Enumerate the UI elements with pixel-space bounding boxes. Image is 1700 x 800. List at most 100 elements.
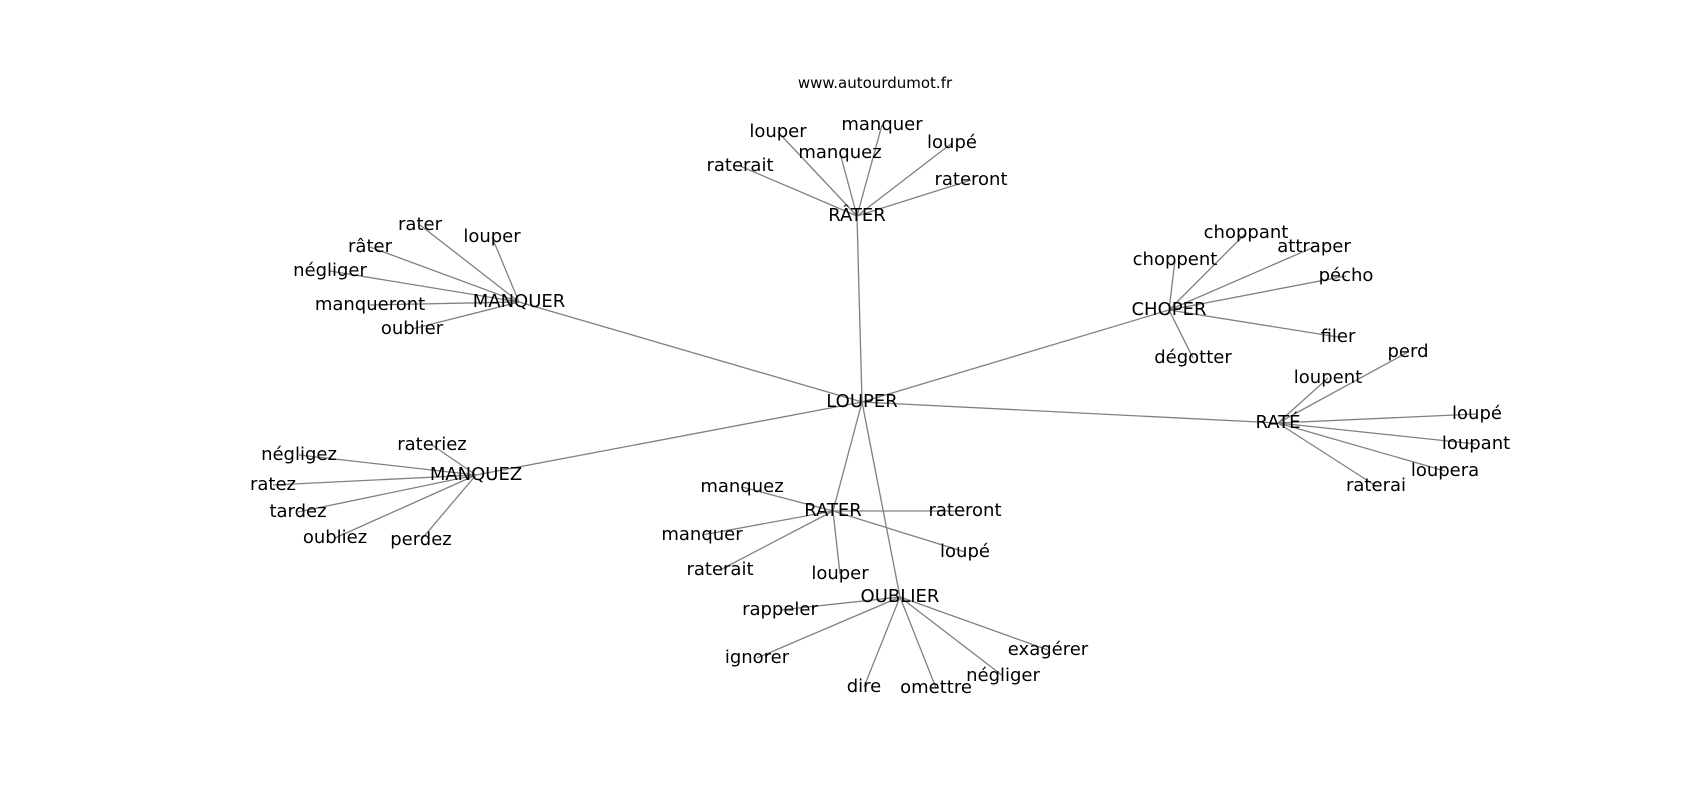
- edge-manquez-to-tardez: [297, 474, 477, 513]
- edge-center-to-rate: [861, 401, 1279, 424]
- edge-rate-to-loupe: [1277, 413, 1478, 424]
- edge-rate-to-raterai: [1277, 422, 1377, 487]
- word-node-ignorer: ignorer: [725, 647, 790, 668]
- word-node-rappeler: rappeler: [742, 599, 818, 620]
- word-node-omettre: omettre: [900, 677, 972, 698]
- edge-manquer-to-louper: [491, 236, 520, 303]
- edge-rater-to-raterait: [719, 510, 834, 571]
- word-node-louper: louper: [811, 563, 869, 584]
- word-node-rateront: rateront: [928, 500, 1001, 521]
- edge-rater-to-louper: [832, 510, 841, 575]
- word-node-rater: rater: [398, 214, 443, 235]
- edge-manquer-to-manqueront: [369, 301, 520, 306]
- edge-oublier-to-exagerer: [899, 596, 1049, 651]
- edge-choper-to-filer: [1168, 309, 1339, 338]
- word-node-loupent: loupent: [1294, 367, 1362, 388]
- graph-labels: LOUPER RÂTER louper manquer manquez loupé rate…: [250, 114, 1510, 698]
- word-node-oubliez: oubliez: [303, 527, 367, 548]
- word-node-loupe: loupé: [1452, 403, 1502, 424]
- edge-rater-to-loupe: [856, 142, 953, 217]
- edge-manquez-to-ratez: [272, 474, 477, 486]
- edge-manquez-to-negligez: [298, 454, 477, 476]
- edge-rater-to-manquez: [839, 152, 858, 217]
- hub-node-manquer: MANQUER: [473, 291, 566, 312]
- hub-node-oublier: OUBLIER: [861, 586, 940, 607]
- word-node-raterait: raterait: [706, 155, 773, 176]
- word-node-manquer: manquer: [661, 524, 743, 545]
- word-node-choppant: choppant: [1204, 222, 1289, 243]
- word-node-manquez: manquez: [700, 476, 783, 497]
- edge-choper-to-attraper: [1168, 246, 1315, 311]
- word-node-negligez: négligez: [261, 444, 337, 465]
- word-node-perd: perd: [1387, 341, 1428, 362]
- word-node-tardez: tardez: [269, 501, 326, 522]
- source-label: www.autourdumot.fr: [798, 74, 953, 92]
- word-node-raterai: raterai: [1346, 475, 1406, 496]
- edge-rater-to-loupe: [832, 510, 966, 553]
- edge-center-to-rater: [832, 401, 863, 512]
- edge-rate-to-loupent: [1277, 377, 1329, 424]
- edge-rater-to-rateront: [856, 179, 972, 217]
- word-node-rateriez: rateriez: [397, 434, 467, 455]
- edge-manquez-to-perdez: [420, 474, 477, 541]
- word-node-oublier: oublier: [381, 318, 444, 339]
- word-node-loupe: loupé: [940, 541, 990, 562]
- word-node-manquez: manquez: [798, 142, 881, 163]
- edge-rater-to-louper: [777, 131, 858, 217]
- edge-center-to-manquez: [475, 401, 863, 476]
- word-node-loupant: loupant: [1442, 433, 1510, 454]
- edge-manquez-to-rateriez: [431, 444, 477, 476]
- edge-manquer-to-rater: [369, 246, 520, 303]
- word-node-rateront: rateront: [934, 169, 1007, 190]
- edge-choper-to-choppent: [1168, 259, 1176, 311]
- word-node-choppent: choppent: [1133, 249, 1218, 270]
- edge-manquer-to-negliger: [329, 270, 520, 303]
- word-node-loupe: loupé: [927, 132, 977, 153]
- edge-center-to-choper: [861, 309, 1170, 403]
- hub-node-rate: RATÉ: [1255, 411, 1300, 433]
- word-node-pecho: pécho: [1319, 265, 1374, 286]
- edge-manquez-to-oubliez: [334, 474, 477, 539]
- edge-rater-to-manquer: [856, 124, 883, 217]
- word-node-filer: filer: [1321, 326, 1356, 347]
- word-node-degotter: dégotter: [1154, 347, 1232, 368]
- word-node-loupera: loupera: [1411, 460, 1479, 481]
- word-node-negliger: négliger: [293, 260, 367, 281]
- edge-choper-to-degotter: [1168, 309, 1194, 359]
- edge-rate-to-loupera: [1277, 422, 1446, 472]
- word-node-manqueront: manqueront: [315, 294, 425, 315]
- edge-oublier-to-negliger: [899, 596, 1004, 677]
- edge-rate-to-perd: [1277, 351, 1409, 424]
- graph-edges: [272, 124, 1478, 689]
- edge-manquer-to-oublier: [411, 301, 520, 330]
- edge-center-to-manquer: [518, 301, 863, 403]
- edge-oublier-to-ignorer: [756, 596, 901, 659]
- hub-node-manquez: MANQUEZ: [430, 464, 522, 485]
- edge-choper-to-pecho: [1168, 275, 1347, 311]
- word-node-exagerer: exagérer: [1008, 639, 1089, 660]
- edge-rater-to-manquer: [701, 510, 834, 536]
- hub-node-choper: CHOPER: [1131, 299, 1206, 320]
- hub-node-rater: RÂTER: [828, 204, 886, 226]
- word-node-attraper: attraper: [1277, 236, 1351, 257]
- word-node-louper: louper: [749, 121, 807, 142]
- edge-rate-to-loupant: [1277, 422, 1477, 445]
- edge-rater-to-manquez: [741, 486, 834, 512]
- edge-oublier-to-dire: [863, 596, 901, 688]
- word-node-ratez: ratez: [250, 474, 296, 495]
- word-node-perdez: perdez: [390, 529, 452, 550]
- hub-node-rater: RATER: [804, 500, 862, 521]
- edge-oublier-to-omettre: [899, 596, 937, 689]
- edge-rater-to-raterait: [739, 165, 858, 217]
- word-node-negliger: négliger: [966, 665, 1040, 686]
- word-node-dire: dire: [847, 676, 882, 697]
- edge-choper-to-choppant: [1168, 232, 1247, 311]
- edge-oublier-to-rappeler: [779, 596, 901, 611]
- edge-center-to-rater: [856, 215, 863, 403]
- word-node-manquer: manquer: [841, 114, 923, 135]
- word-node-louper: louper: [463, 226, 521, 247]
- word-node-rater: râter: [348, 236, 393, 257]
- center-node: LOUPER: [826, 391, 897, 412]
- word-node-raterait: raterait: [686, 559, 753, 580]
